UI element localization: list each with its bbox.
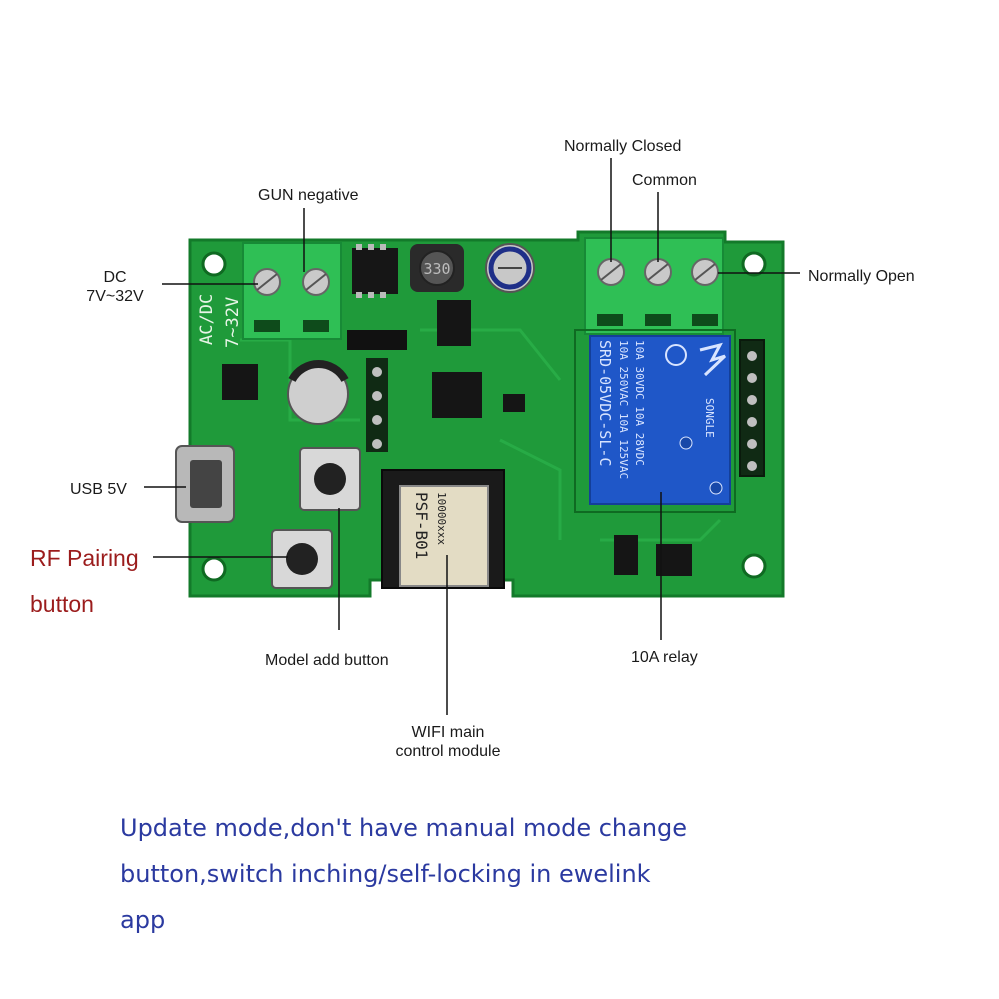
label-relay: 10A relay [631,649,698,666]
rf-pairing-push-button [271,529,333,589]
relay-body [589,335,731,505]
wifi-module-id-text: 10000xxx [435,492,448,545]
caption-line-1: Update mode,don't have manual mode chang… [120,814,688,842]
label-dc-line1: DC [103,269,127,286]
label-wifi-line2: control module [395,743,501,760]
relay-terminal-block [584,237,724,335]
relay-brand-text: SONGLE [703,398,716,438]
wifi-module-model-text: PSF-B01 [412,492,431,559]
label-rf-pairing-line2: button [30,591,94,617]
center-header-pins [366,358,388,452]
label-rf-pairing-line1: RF Pairing [30,545,139,571]
diode [503,394,525,412]
usb-port [175,445,235,523]
smd-ic-top [437,300,471,346]
smd-ic-left [222,364,258,400]
slide-switch [347,330,407,350]
label-model-add: Model add button [265,652,389,669]
label-normally-open: Normally Open [808,268,915,285]
label-normally-closed: Normally Closed [564,138,682,155]
callout-lines [144,158,800,715]
label-gun-negative: GUN negative [258,187,359,204]
inductor-marking: 330 [423,260,450,278]
relay-outline [574,329,736,513]
silkscreen-ac-dc: AC/DC [197,294,217,345]
transistor [614,535,638,575]
caption-line-3: app [120,906,166,934]
label-common: Common [632,172,697,189]
description-caption: Update mode,don't have manual mode chang… [120,805,720,943]
label-dc-line2: 7V~32V [86,288,144,305]
mounting-holes [201,251,767,582]
relay-driver-ic [656,544,692,576]
relay-model-text: SRD-05VDC-SL-C [596,340,614,466]
power-ic [352,244,398,298]
label-usb: USB 5V [70,481,127,498]
small-capacitor [485,243,535,293]
large-capacitor [287,360,349,425]
power-terminal-block [242,242,342,340]
silkscreen-voltage: 7~32V [223,297,243,348]
label-wifi-module: WIFI main control module [378,723,518,761]
wifi-module [381,469,505,589]
label-rf-pairing: RF Pairing button [30,535,139,627]
label-dc: DC 7V~32V [74,268,156,306]
label-wifi-line1: WIFI main [411,724,485,741]
relay-rating-text-1: 10A 250VAC 10A 125VAC [617,340,630,479]
model-add-push-button [299,447,361,511]
relay-rating-text-2: 10A 30VDC 10A 28VDC [633,340,646,466]
power-inductor [410,244,464,292]
relay-header-pins [739,339,765,477]
smd-ic-center [432,372,482,418]
caption-line-2: button,switch inching/self-locking in ew… [120,860,651,888]
